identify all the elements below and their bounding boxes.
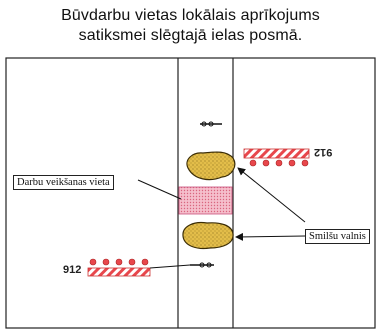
title-line-1: Būvdarbu vietas lokālais aprīkojums (61, 7, 320, 24)
sand-arrow-top (237, 167, 306, 223)
sand-pile-label: Smilšu valnis (305, 229, 370, 244)
marker-circle (206, 262, 212, 268)
marker-circle (199, 262, 205, 268)
sign-number-bottom: 912 (63, 264, 82, 276)
barrier-bottom-left (87, 258, 151, 277)
work-site-label: Darbu veikšanas vieta (13, 175, 114, 190)
barrier-leader (149, 264, 191, 269)
barrier-top-right (243, 148, 310, 167)
outer-frame (5, 57, 376, 329)
title-line-2: satiksmei slēgtajā ielas posmā. (78, 27, 303, 44)
work-site-leader (137, 179, 182, 200)
sand-arrow-bottom (235, 232, 306, 241)
marker-circle (201, 121, 207, 127)
marker-circle (208, 121, 214, 127)
sand-pile-top (186, 151, 236, 181)
diagram-title: Būvdarbu vietas lokālais aprīkojums sati… (0, 6, 381, 46)
work-area (178, 186, 233, 215)
sign-number-top: 912 (314, 146, 333, 158)
sand-pile-bottom (182, 221, 234, 250)
